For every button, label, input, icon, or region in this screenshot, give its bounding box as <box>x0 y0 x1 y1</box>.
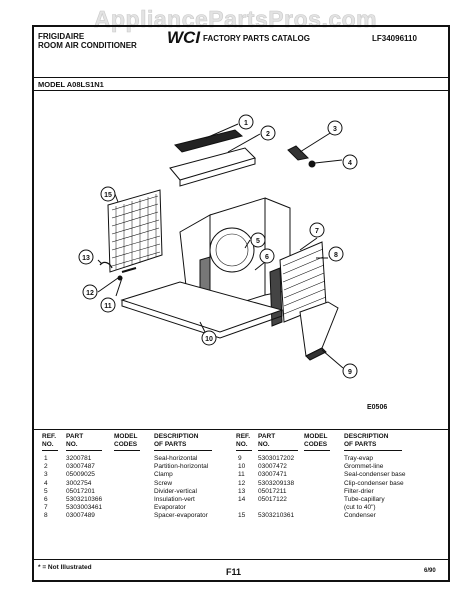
revision-date: 6/90 <box>424 568 436 574</box>
catalog-title: FACTORY PARTS CATALOG <box>203 34 310 43</box>
callout-10: 10 <box>205 336 213 343</box>
callout-8: 8 <box>334 252 338 259</box>
callout-13: 13 <box>82 255 90 262</box>
catalog-number: LF34096110 <box>372 34 417 43</box>
clamp <box>287 145 310 161</box>
exploded-diagram: 1 2 3 4 5 6 7 8 9 10 11 12 13 15 <box>78 114 358 379</box>
screw <box>308 160 316 168</box>
callout-12: 12 <box>86 290 94 297</box>
callout-6: 6 <box>265 254 269 261</box>
table-row-ref: 1 <box>44 455 48 462</box>
model-rule <box>34 90 448 91</box>
callout-7: 7 <box>315 228 319 235</box>
callout-5: 5 <box>256 238 260 245</box>
seal-horizontal <box>174 129 244 153</box>
footer-rule <box>34 559 448 560</box>
page-number: F11 <box>226 567 242 577</box>
brand-name: FRIGIDAIRE <box>38 32 85 41</box>
callout-2: 2 <box>266 131 270 138</box>
partition-horizontal <box>169 147 256 181</box>
page-frame <box>32 25 450 582</box>
header-rule <box>34 77 448 78</box>
callout-4: 4 <box>348 160 352 167</box>
product-name: ROOM AIR CONDITIONER <box>38 41 137 50</box>
callout-11: 11 <box>104 303 112 310</box>
watermark: AppliancePartsPros.com <box>93 6 378 33</box>
wci-logo: WCI <box>167 28 201 46</box>
header-ref-right: REF.NO. <box>236 433 251 448</box>
wci-logo-text: WCI <box>167 28 201 46</box>
model-label: MODEL A08LS1N1 <box>38 80 104 89</box>
callout-15: 15 <box>104 192 112 199</box>
header-ref-left: REF.NO. <box>42 433 57 448</box>
table-top-rule <box>34 429 448 430</box>
diagram-code: E0506 <box>367 404 388 411</box>
callout-9: 9 <box>348 369 352 376</box>
condenser-coil <box>107 189 163 273</box>
callout-3: 3 <box>333 126 337 133</box>
tray-evap <box>299 301 339 357</box>
not-illustrated-note: * = Not Illustrated <box>38 564 92 571</box>
callout-1: 1 <box>244 120 248 127</box>
